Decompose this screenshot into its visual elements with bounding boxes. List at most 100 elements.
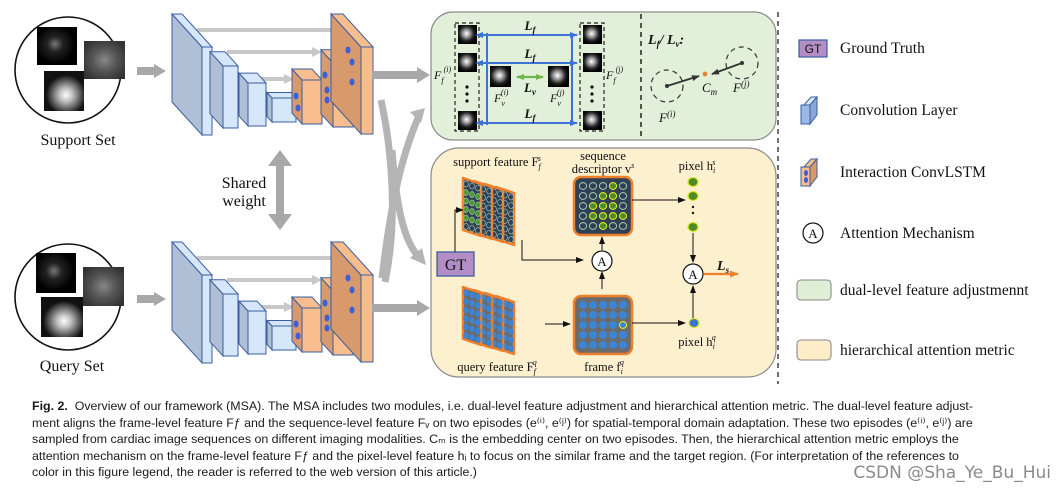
mri-slice-image: [37, 27, 77, 65]
frame-thumbnail: [458, 53, 477, 72]
feature-cell: [618, 331, 628, 339]
arrow-head-icon: [410, 248, 426, 265]
cross-arrow: [388, 149, 421, 259]
watermark: CSDN @Sha_Ye_Bu_Hui: [853, 463, 1051, 483]
episode-i-cluster: [650, 69, 684, 103]
mri-slice-image: [36, 253, 76, 293]
episode-j-cluster: [725, 46, 759, 80]
feature-cell: [608, 222, 618, 230]
feature-cell: [578, 212, 588, 220]
feature-cell: [608, 202, 618, 210]
feature-map-slice: [461, 176, 483, 238]
convlstm-cell-icon: [345, 46, 351, 54]
legend-item: Interaction ConvLSTM: [800, 157, 986, 188]
feature-cell: [598, 301, 608, 309]
ff-i-label: Ff(i): [433, 65, 451, 85]
convolution-layer-icon: [170, 12, 214, 137]
feature-cell: [598, 331, 608, 339]
legend-label: dual-level feature adjustmennt: [840, 282, 1029, 299]
feature-cell: [608, 321, 618, 329]
mri-slice-image: [84, 41, 125, 79]
support-set-circle: [14, 16, 125, 124]
feature-cell: [578, 192, 588, 200]
feature-cell: [588, 321, 598, 329]
support-to-attention-arrow: [521, 240, 584, 263]
feature-cell: [608, 212, 618, 220]
convlstm-cell-icon: [293, 320, 299, 328]
legend-label: Interaction ConvLSTM: [840, 164, 986, 181]
convolution-layer-icon: [208, 50, 240, 130]
gt-box-icon: [798, 39, 828, 58]
mri-slice-image: [83, 267, 124, 306]
attention-circle-icon: [802, 222, 824, 244]
cm-label: Cm: [702, 80, 718, 97]
pixel-hq-dot: [688, 317, 700, 329]
feature-cell: [618, 222, 628, 230]
sequence-descriptor-grid: [572, 175, 634, 237]
sequence-descriptor-label: sequence: [580, 149, 626, 163]
feature-cell: [578, 311, 588, 319]
caption-line: ment aligns the frame-level feature Fƒ a…: [32, 415, 973, 430]
legend-label: Ground Truth: [840, 40, 925, 57]
convlstm-cell-icon: [295, 332, 301, 340]
cross-arrow: [377, 99, 396, 283]
feature-cell: [578, 321, 588, 329]
feature-cell: [588, 341, 598, 349]
convlstm-cell-icon: [349, 58, 355, 66]
convlstm-cell-icon: [295, 104, 301, 112]
arrow-head-icon: [154, 64, 166, 78]
support-feature-stack: [461, 176, 516, 247]
svg-text:GT: GT: [805, 42, 822, 56]
convlstm-cell-icon: [324, 324, 330, 332]
interaction-convlstm-icon: [800, 157, 819, 188]
feature-cell: [608, 311, 618, 319]
caption-line: Fig. 2. Overview of our framework (MSA).…: [32, 399, 973, 413]
feature-cell: [618, 182, 628, 190]
convolution-layer-icon: [800, 95, 819, 126]
feature-cell: [588, 202, 598, 210]
fv-j-label: Fv(j): [549, 88, 565, 108]
query-feature-stack: [461, 285, 516, 356]
pixel-hs-dots: [687, 176, 699, 233]
framework-diagram: Support Set Query Set Shared weight: [14, 11, 1029, 384]
convolution-layer-icon: [237, 299, 268, 356]
legend-item: hierarchical attention metric: [796, 339, 1015, 361]
caption-line: sampled from cardiac image sequences on …: [32, 432, 959, 447]
figure-caption: Fig. 2. Overview of our framework (MSA).…: [32, 398, 1052, 481]
caption-line: color in this figure legend, the reader …: [32, 465, 477, 480]
convlstm-cell-icon: [324, 86, 330, 94]
pull-arrow: [666, 75, 700, 87]
unet-support-network: [170, 12, 375, 137]
feature-cell: [578, 341, 588, 349]
sequence-descriptor-label: descriptor vs: [572, 161, 634, 176]
query-set-label: Query Set: [40, 358, 105, 375]
frame-level-loss-arrows: [475, 32, 578, 126]
lv-label: Lv: [523, 80, 537, 97]
figure-label: Fig. 2.: [32, 399, 68, 413]
lf-label: Lf: [524, 46, 537, 63]
frame-thumbnail: [458, 111, 477, 130]
svg-text:A: A: [808, 226, 818, 241]
convolution-layer-icon: [170, 240, 214, 365]
pixel-hs-label: pixel his: [679, 158, 716, 175]
query-feature-label: query feature Ffq: [457, 358, 537, 376]
frame-group-i: [454, 22, 480, 132]
feature-cell: [578, 222, 588, 230]
feature-cell: [598, 311, 608, 319]
convlstm-cell-icon: [349, 306, 355, 314]
convolution-layer-icon: [208, 278, 240, 358]
legend-item: dual-level feature adjustmennt: [796, 279, 1029, 301]
interaction-convlstm-icon: [329, 240, 375, 364]
attention-node-1: A: [591, 250, 613, 272]
feature-cell: [608, 331, 618, 339]
feature-cell: [588, 192, 598, 200]
convlstm-cell-icon: [349, 286, 355, 294]
shared-weight-label: weight: [222, 193, 266, 210]
convlstm-cell-icon: [324, 314, 330, 322]
svg-text:A: A: [688, 267, 698, 282]
frame-feature-grid: [572, 294, 634, 356]
pixel-hq-label: pixel hiq: [678, 333, 716, 351]
fv-i-thumbnail: [490, 66, 511, 87]
feature-cell: [578, 331, 588, 339]
